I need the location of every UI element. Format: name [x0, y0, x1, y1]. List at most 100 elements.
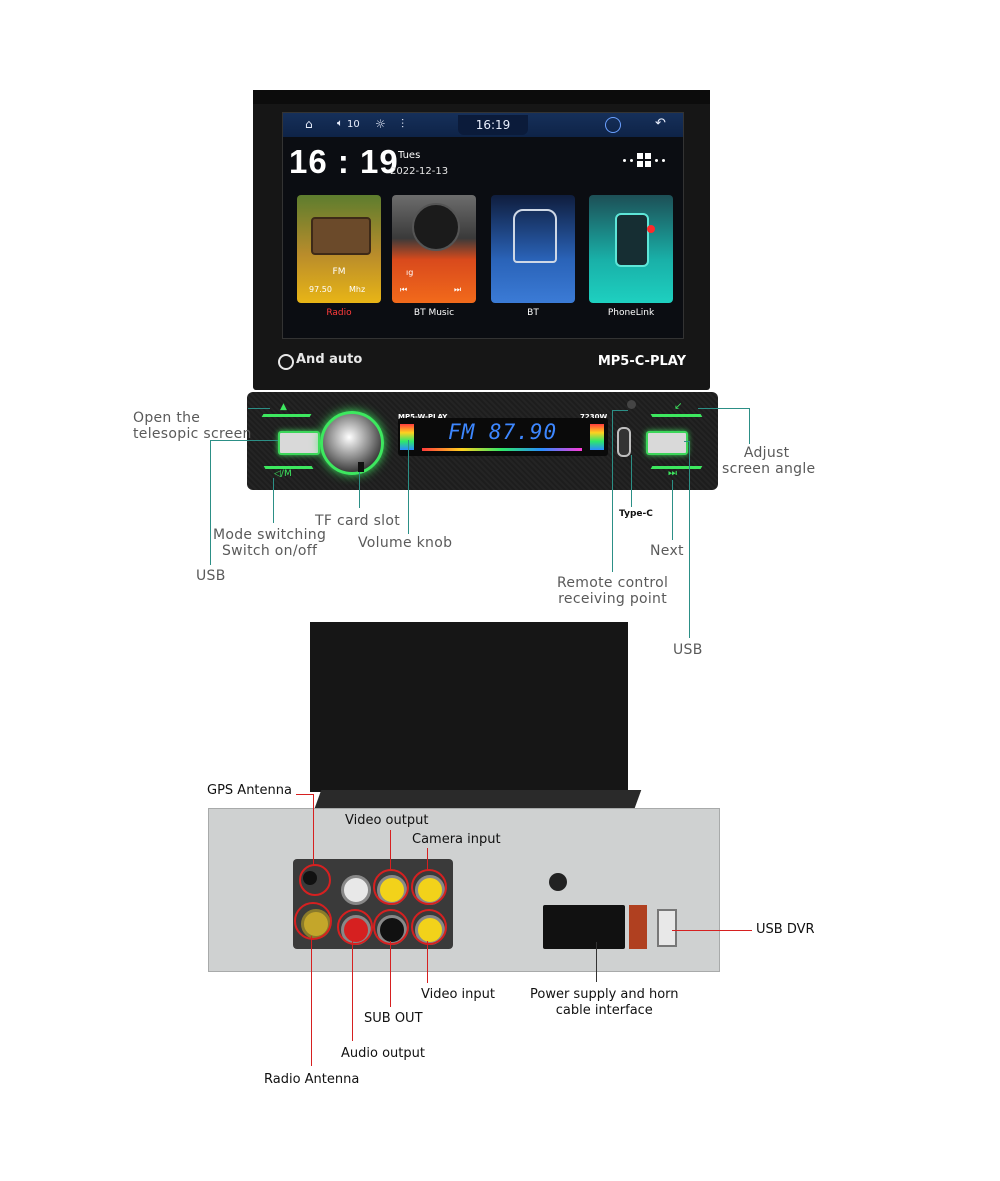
leader-sub-out [390, 941, 391, 1007]
rca-white-top[interactable] [341, 875, 371, 905]
tile-bt-label: BT [527, 308, 539, 318]
ring-video-input [411, 909, 447, 945]
label-radio-antenna: Radio Antenna [264, 1072, 360, 1087]
leader-usb-dvr [672, 930, 752, 931]
back-icon[interactable]: ↶ [655, 116, 666, 131]
big-clock: 16 : 19 [289, 143, 399, 180]
label-video-output: Video output [345, 813, 429, 828]
leader-camera-input [427, 848, 428, 870]
leader-remote-v [612, 410, 613, 572]
power-connector[interactable] [543, 905, 625, 949]
leader-video-output [390, 830, 391, 870]
leader-knob [408, 440, 409, 534]
leader-angle-h [698, 408, 750, 409]
volume-icon[interactable]: 🔈︎ [337, 118, 343, 129]
leader-usb-right-h [684, 441, 690, 442]
ring-video-output [373, 869, 409, 905]
lcd-power: 7230W [580, 413, 608, 421]
leader-audio-output [352, 941, 353, 1041]
callout-volume-knob: Volume knob [358, 535, 453, 551]
label-camera-input: Camera input [412, 832, 501, 847]
label-video-input: Video input [421, 987, 495, 1002]
leader-angle-v [749, 408, 750, 444]
leader-usb-right-v [689, 441, 690, 638]
lcd-model: MP5-W-PLAY [398, 413, 448, 421]
callout-tf-card: TF card slot [315, 513, 401, 529]
tile-radio-label: Radio [326, 308, 352, 318]
remote-sensor [627, 400, 636, 409]
tile-bt-music[interactable]: ıg ⏮ ⏭ [392, 195, 476, 303]
settings-icon[interactable] [605, 117, 621, 133]
tile-phonelink[interactable] [589, 195, 673, 303]
link-dot-icon [647, 225, 655, 233]
callout-next: Next [650, 543, 684, 559]
leader-power [596, 942, 597, 982]
brand-name: And auto [296, 352, 363, 367]
tile-bt[interactable] [491, 195, 575, 303]
leader-radio-antenna [311, 936, 312, 1066]
open-screen-button[interactable] [261, 402, 319, 417]
leader-next [672, 480, 673, 540]
ring-audio-output [337, 909, 373, 945]
type-c-port[interactable] [617, 427, 631, 457]
next-track-icon[interactable]: ⏭ [454, 285, 462, 294]
lcd-frequency: FM 87.90 [448, 420, 558, 444]
mode-label: ◁/M [274, 469, 292, 479]
label-usb-dvr: USB DVR [756, 922, 815, 937]
tile-radio[interactable]: FM 97.50 Mhz [297, 195, 381, 303]
telephone-icon [513, 209, 557, 263]
status-time: 16:19 [458, 115, 528, 135]
label-gps-antenna: GPS Antenna [207, 783, 292, 798]
rear-screen-back [310, 622, 628, 792]
lcd-spectrum-left [400, 424, 414, 450]
previous-icon[interactable]: ⏮ [400, 285, 408, 294]
brand-bar: And auto MP5-C-PLAY [270, 342, 690, 384]
horn-connector[interactable] [629, 905, 647, 949]
equalizer-icon[interactable]: ⫶ [401, 117, 405, 131]
angle-button[interactable] [643, 402, 703, 417]
brightness-icon[interactable]: ☼ [375, 117, 386, 131]
leader-tf [359, 472, 360, 508]
lcd-spectrum-bar [422, 448, 582, 451]
tf-card-slot[interactable] [358, 462, 364, 472]
angle-icon: ↙ [674, 401, 683, 412]
next-icon: ⏭ [668, 468, 677, 479]
eject-icon: ▲ [280, 402, 287, 412]
leader-open-screen [248, 408, 270, 409]
ring-sub-out [373, 909, 409, 945]
callout-usb-left: USB [196, 568, 226, 584]
usb-port-right[interactable] [646, 431, 688, 455]
leader-typec [631, 455, 632, 507]
bt-music-track: ıg [406, 268, 414, 277]
leader-mode [273, 478, 274, 523]
leader-remote-h [612, 410, 628, 411]
callout-usb-right: USB [673, 642, 703, 658]
rear-hinge [314, 790, 642, 808]
volume-knob[interactable] [320, 411, 384, 475]
tile-phonelink-label: PhoneLink [607, 308, 655, 318]
clock-day: Tues [398, 150, 421, 161]
radio-frequency: 97.50 [309, 285, 332, 294]
lcd-display: FM 87.90 [398, 418, 608, 456]
leader-usb-left-h [210, 440, 278, 441]
ring-radio [294, 902, 332, 940]
radio-unit: Mhz [349, 285, 366, 294]
leader-usb-left-v [210, 440, 211, 565]
lcd-spectrum-right [590, 424, 604, 450]
phone-icon [615, 213, 649, 267]
ring-camera-input [411, 869, 447, 905]
radio-icon [311, 217, 371, 255]
touch-screen[interactable]: ⌂ 🔈︎ 10 ☼ ⫶ 16:19 ↶ 16 : 19 Tues 2022-12… [282, 112, 684, 339]
status-bar: ⌂ 🔈︎ 10 ☼ ⫶ 16:19 ↶ [283, 113, 683, 137]
label-audio-output: Audio output [341, 1046, 425, 1061]
usb-dvr-port[interactable] [657, 909, 677, 947]
ring-gps [299, 864, 331, 896]
leader-video-input [427, 941, 428, 983]
home-icon[interactable]: ⌂ [305, 117, 313, 131]
usb-port-left[interactable] [278, 431, 320, 455]
